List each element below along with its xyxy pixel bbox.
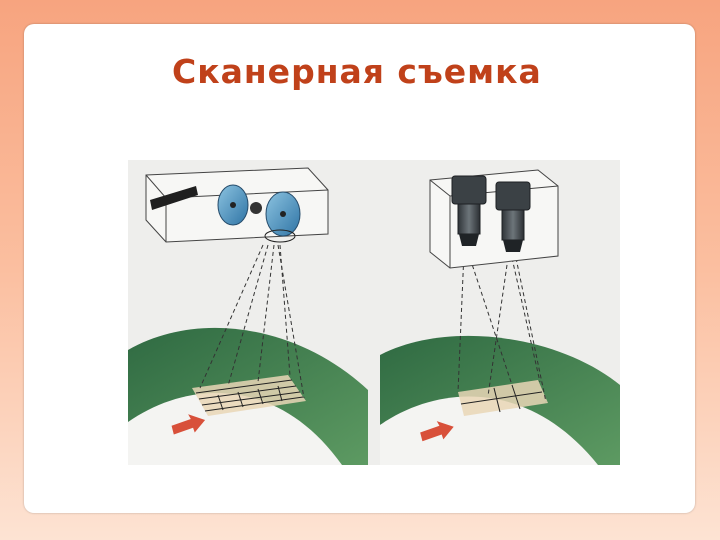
slide-title: Сканерная съемка — [172, 52, 542, 91]
lens-icon — [250, 202, 262, 214]
camera-housing-box — [430, 170, 558, 268]
scanning-illustration — [128, 160, 620, 465]
